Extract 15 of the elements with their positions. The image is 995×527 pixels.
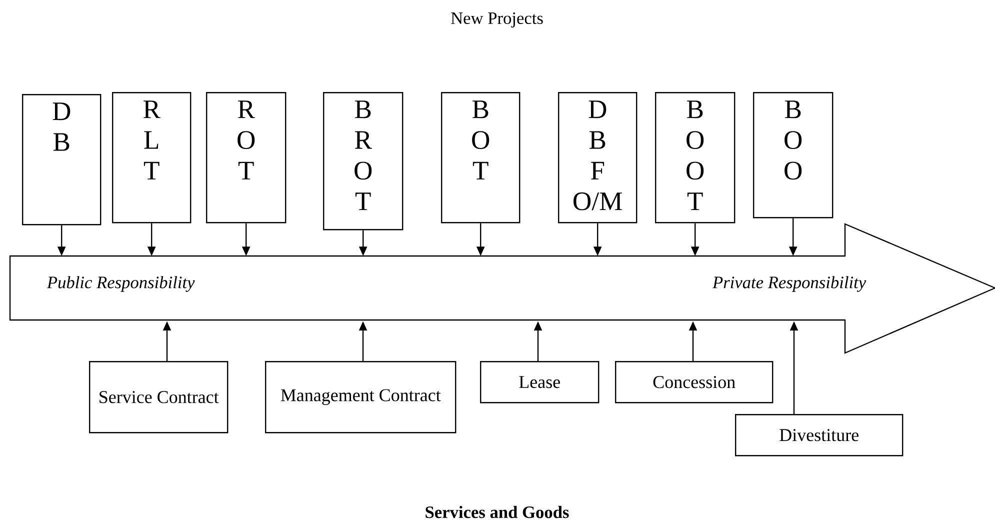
title: New Projects — [451, 12, 543, 28]
contract-box: Management Contract — [265, 361, 456, 434]
contract-box: Concession — [615, 361, 774, 404]
contract-box: Service Contract — [89, 361, 228, 434]
model-box: B O O — [753, 92, 834, 218]
model-box: B O T — [441, 92, 520, 224]
model-box: B O O T — [655, 92, 736, 224]
caption: Services and Goods — [426, 506, 569, 518]
model-box: D B — [22, 94, 102, 226]
model-box: B R O T — [323, 92, 404, 230]
contract-box: Divestiture — [735, 414, 904, 456]
model-box: R L T — [112, 92, 192, 224]
model-box: R O T — [206, 92, 286, 224]
contract-box: Lease — [480, 361, 600, 404]
model-box: D B F O/M — [558, 92, 638, 224]
